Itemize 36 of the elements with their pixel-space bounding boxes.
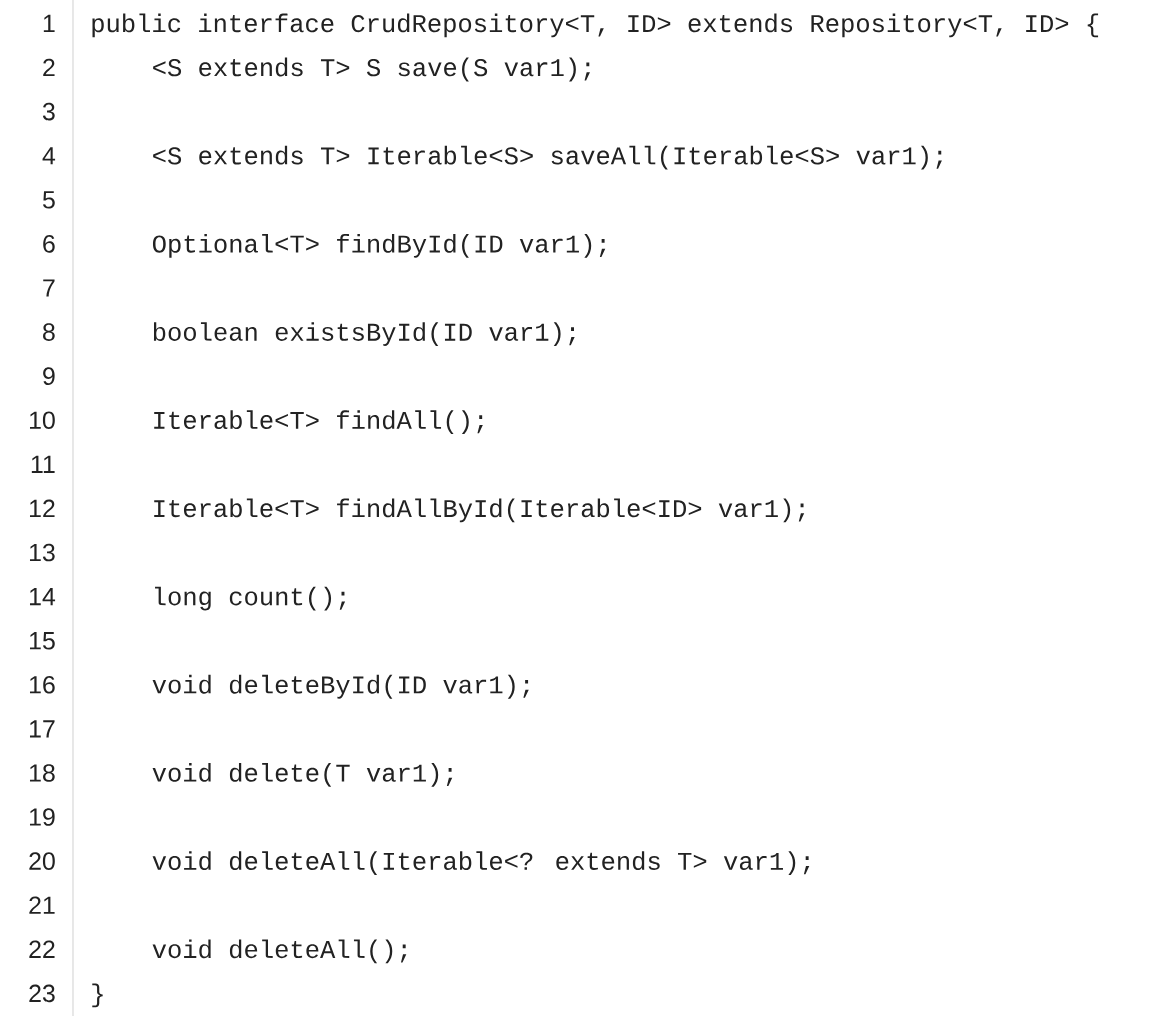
- code-line: void deleteAll(Iterable<? extends T> var1);: [152, 851, 810, 875]
- code-line: void deleteById(ID var1);: [152, 674, 529, 699]
- line-number: 22: [29, 940, 55, 958]
- code-line: long count();: [155, 586, 346, 611]
- code-line: }: [92, 983, 103, 1008]
- line-number: 4: [42, 147, 56, 165]
- line-number: 7: [43, 279, 55, 297]
- line-number: 3: [42, 102, 55, 121]
- code-line: Iterable<T> findAllById(Iterable<ID> var1);: [154, 498, 805, 523]
- line-number: 17: [30, 720, 55, 738]
- line-number: 12: [30, 499, 55, 517]
- code-line: <S extends T> Iterable<S> saveAll(Iterable<S> var1);: [153, 145, 942, 170]
- line-number: 20: [29, 852, 55, 870]
- code-line: boolean existsById(ID var1);: [153, 322, 575, 346]
- code-line: void deleteAll();: [152, 939, 407, 964]
- code-line: Iterable<T> findAll();: [154, 410, 483, 435]
- line-number: 9: [43, 367, 55, 385]
- line-number: 14: [30, 588, 56, 606]
- line-number: 11: [31, 455, 55, 473]
- line-number: 6: [43, 235, 55, 253]
- code-line: public interface CrudRepository<T, ID> extends Repository<T, ID> {: [92, 13, 1099, 38]
- line-number: 2: [43, 58, 55, 77]
- line-number: 16: [30, 675, 55, 694]
- line-number: 19: [30, 808, 55, 826]
- line-number: 5: [42, 191, 55, 209]
- line-number: 23: [29, 984, 55, 1003]
- line-number: 10: [30, 411, 55, 430]
- line-number: 18: [30, 764, 55, 782]
- code-line: <S extends T> S save(S var1);: [153, 57, 590, 82]
- line-number: 13: [30, 543, 55, 562]
- line-number: 21: [29, 896, 55, 914]
- line-number: 1: [43, 14, 55, 32]
- line-number: 15: [30, 632, 55, 650]
- line-number: 8: [43, 323, 55, 341]
- code-line: Optional<T> findById(ID var1);: [152, 233, 606, 258]
- code-line: void delete(T var1);: [152, 763, 453, 787]
